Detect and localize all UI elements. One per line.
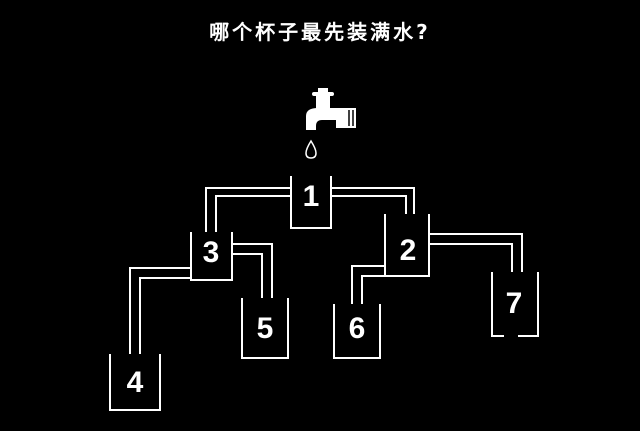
cup-6-outline xyxy=(333,304,381,359)
cup-5-label: 5 xyxy=(257,312,274,345)
pipe-2-to-7 xyxy=(429,233,523,272)
puzzle-question: 哪个杯子最先装满水? xyxy=(209,20,431,44)
faucet-icon xyxy=(306,88,356,130)
cup-4-label: 4 xyxy=(127,366,144,399)
pipe-2-to-6 xyxy=(351,265,385,304)
pipe-3-to-4 xyxy=(129,267,191,354)
cup-6-label: 6 xyxy=(349,312,366,345)
water-drop-icon xyxy=(305,139,317,159)
cup-1-outline xyxy=(290,176,332,229)
pipe-1-to-3 xyxy=(205,187,291,232)
cup-5-outline xyxy=(241,298,289,359)
cup-2-label: 2 xyxy=(400,234,417,267)
cup-1-label: 1 xyxy=(303,180,320,213)
cup-4-outline xyxy=(109,354,161,411)
cup-7-label: 7 xyxy=(506,287,523,320)
pipe-3-to-5 xyxy=(232,243,273,298)
cup-3-label: 3 xyxy=(203,236,220,269)
cup-7-outline xyxy=(491,272,539,337)
cup-3-outline xyxy=(190,232,233,281)
pipe-1-to-2 xyxy=(331,187,415,214)
